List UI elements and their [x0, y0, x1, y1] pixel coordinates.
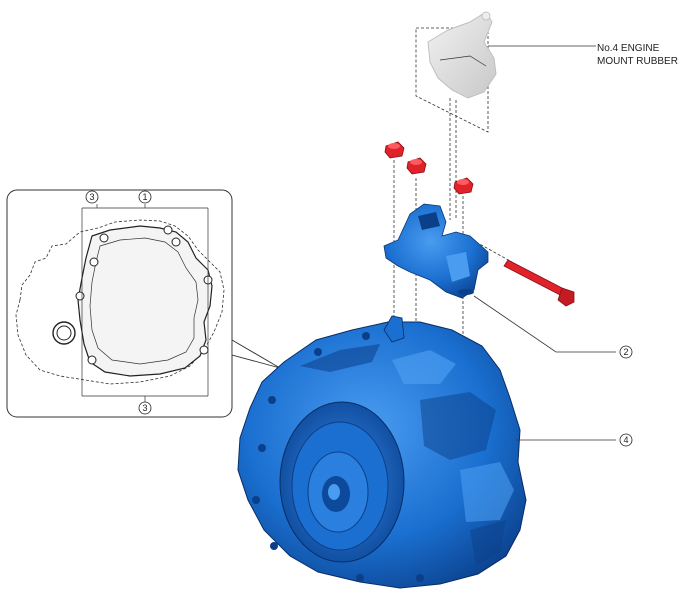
- gasket-inner: [89, 237, 199, 365]
- bolt-hole: [99, 233, 109, 243]
- mount-rubber-label-line1: No.4 ENGINE: [597, 43, 660, 54]
- bolt-hole: [75, 291, 85, 301]
- callout-3-bottom: 3: [138, 401, 152, 415]
- callout-3-bottom-label: 3: [142, 403, 147, 413]
- shaft-seal-inner: [56, 325, 72, 341]
- callout-3-top: 3: [85, 190, 99, 204]
- callout-4: 4: [619, 433, 633, 447]
- bolt-hole: [87, 355, 97, 365]
- callout-1-label: 1: [142, 192, 147, 202]
- callout-2-label: 2: [623, 347, 628, 357]
- transmission: [237, 315, 527, 589]
- bolt-hole: [163, 225, 173, 235]
- detail-inset: 1 3 3: [6, 189, 233, 418]
- nut: [406, 157, 427, 175]
- mount-rubber-body: [427, 11, 497, 99]
- flange-bolts: [252, 332, 424, 582]
- mount-bracket: [383, 203, 489, 299]
- engine-mount-rubber: No.4 ENGINE MOUNT RUBBER: [415, 11, 678, 133]
- inset-connector: [231, 339, 281, 369]
- callout-1: 1: [138, 190, 152, 204]
- nut: [384, 141, 405, 159]
- callout-2-leader: [473, 295, 616, 353]
- through-bolt: [503, 259, 575, 307]
- bolt-hole: [89, 257, 99, 267]
- bolt-hole: [199, 345, 209, 355]
- callout-4-label: 4: [623, 435, 628, 445]
- mount-nuts: [384, 141, 474, 195]
- mount-rubber-label-line2: MOUNT RUBBER: [597, 56, 678, 67]
- callout-3-top-label: 3: [89, 192, 94, 202]
- gasket: [77, 225, 213, 377]
- nut: [453, 177, 474, 195]
- housing-outline: [15, 219, 225, 385]
- callout-2: 2: [619, 345, 633, 359]
- bolt-hole: [171, 237, 181, 247]
